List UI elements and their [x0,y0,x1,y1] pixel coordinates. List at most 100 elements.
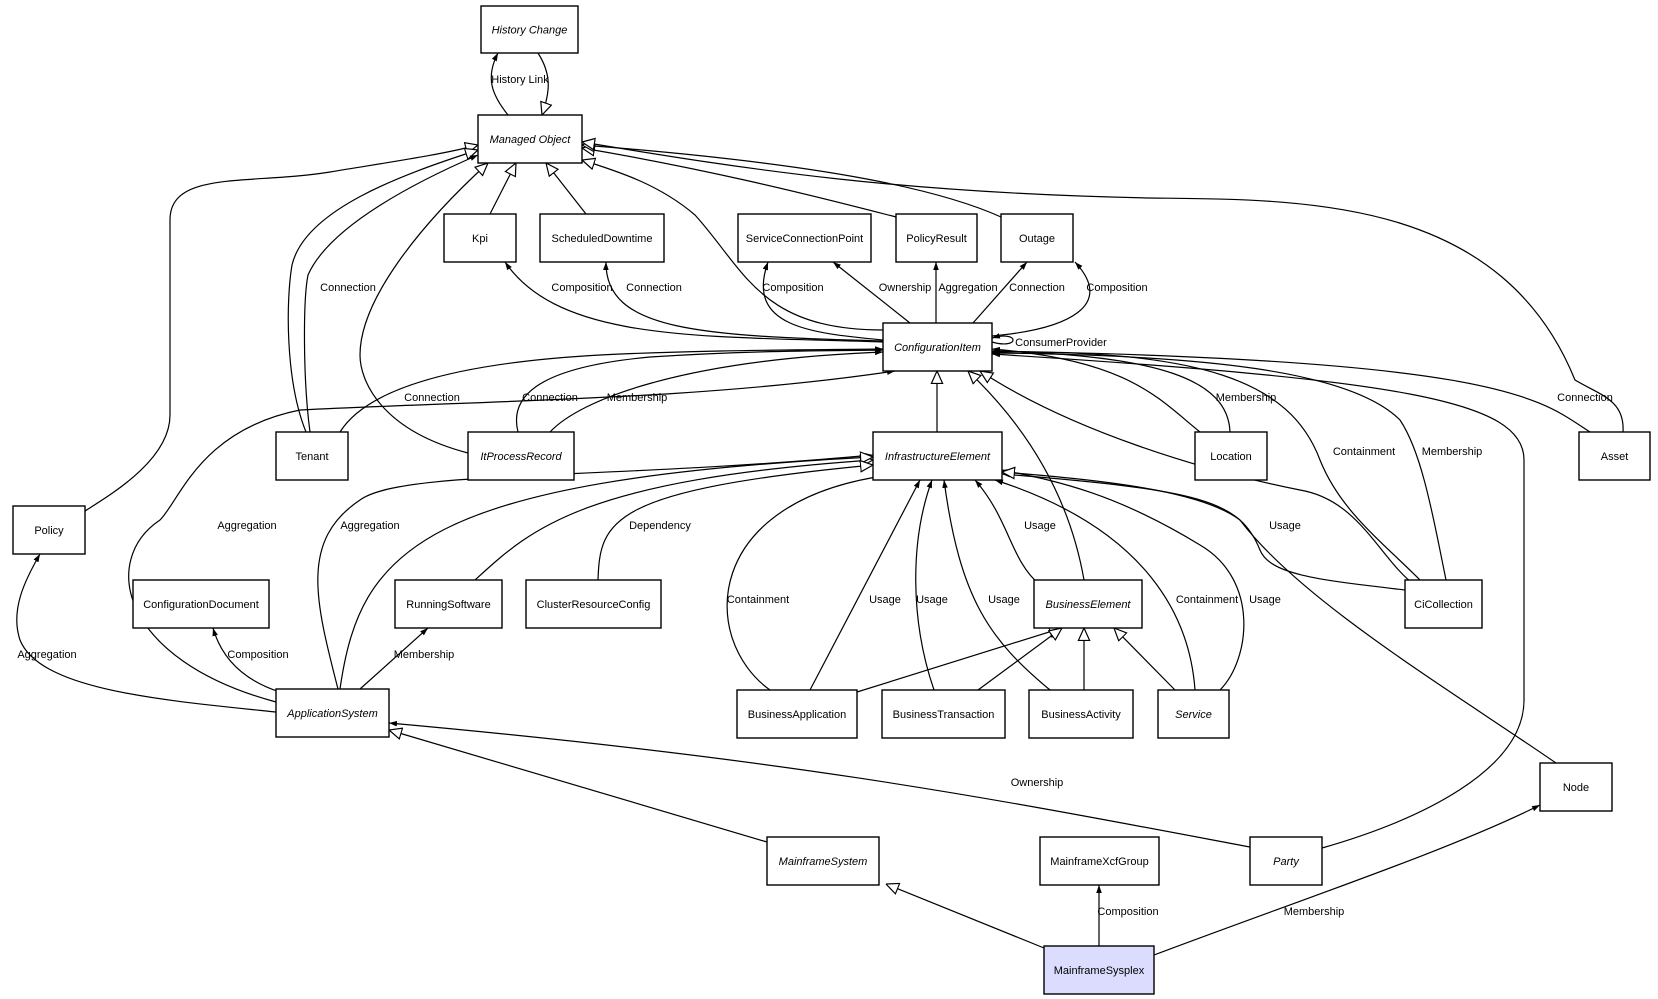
edge-it-process-record-to-configuration-item: Connection [515,347,884,433]
class-node-node[interactable]: Node [1539,762,1613,812]
edge-label: Composition [1097,906,1158,918]
edge-configuration-item-to-managed-object [582,160,884,331]
edge-service-to-business-element [1114,628,1176,691]
edge-line [388,720,1251,848]
class-box [882,322,993,372]
edge-label: Composition [227,649,288,661]
edge-node-to-infrastructure-element [1002,472,1557,764]
class-node-application-system[interactable]: ApplicationSystem [275,688,390,738]
edge-line [886,884,1045,949]
edge-service-to-infrastructure-element: Usage [1001,468,1281,691]
edge-line [942,479,1051,691]
edge-line [991,346,1201,433]
class-node-business-element[interactable]: BusinessElement [1033,579,1143,629]
class-name: Outage [1019,233,1055,245]
class-name: Kpi [472,233,488,245]
edge-business-application-to-infrastructure-element: Containment [726,473,891,691]
class-box [1157,689,1230,739]
class-name: Node [1563,782,1589,794]
edge-business-activity-to-infrastructure-element: Usage [942,479,1051,691]
class-node-mainframe-xcf-group[interactable]: MainframeXcfGroup [1039,836,1160,886]
edge-mainframe-sysplex-to-mainframe-system [886,884,1045,949]
edge-tenant-to-managed-object [287,150,478,433]
class-node-policy[interactable]: Policy [12,505,86,555]
edge-business-element-to-configuration-item [968,371,1085,581]
class-node-business-activity[interactable]: BusinessActivity [1028,689,1134,739]
edge-business-transaction-to-business-element [977,628,1062,691]
edge-outage-to-managed-object [582,145,1002,218]
class-node-location[interactable]: Location [1194,431,1268,481]
edge-line [474,460,873,581]
edge-line [597,465,873,581]
class-name: Tenant [295,451,328,463]
class-name: Policy [34,525,64,537]
class-node-ci-collection[interactable]: CiCollection [1404,579,1483,629]
class-name: ConfigurationDocument [143,599,259,611]
edge-line [212,627,305,699]
edge-line [977,628,1062,691]
class-name: InfrastructureElement [885,451,991,463]
class-name: BusinessElement [1046,599,1132,611]
class-node-infrastructure-element[interactable]: InfrastructureElement [872,431,1003,481]
edge-ci-collection-to-configuration-item: Membership [991,350,1482,581]
class-box [394,579,503,629]
edge-line [582,142,1624,433]
edge-application-system-to-infrastructure-element [339,457,873,690]
class-name: BusinessActivity [1041,709,1121,721]
class-name: ApplicationSystem [286,708,378,720]
class-node-cluster-resource-config[interactable]: ClusterResourceConfig [525,579,662,629]
class-node-mainframe-system[interactable]: MainframeSystem [766,836,880,886]
edge-line [16,553,277,713]
edge-configuration-item-to-kpi: Composition [504,261,884,343]
edge-application-system-to-policy: Aggregation [16,553,277,713]
class-node-service-connection-point[interactable]: ServiceConnectionPoint [737,213,872,263]
class-box [1249,836,1323,886]
edge-mainframe-sysplex-to-node: Membership [1153,804,1541,956]
class-box [1033,579,1143,629]
class-node-managed-object[interactable]: Managed Object [477,114,583,164]
edge-label: Usage [916,594,948,606]
class-box [736,689,858,739]
class-box [1194,431,1268,481]
edge-asset-to-managed-object [582,142,1624,433]
class-node-business-application[interactable]: BusinessApplication [736,689,858,739]
class-box [1039,836,1160,886]
class-node-business-transaction[interactable]: BusinessTransaction [881,689,1006,739]
class-node-configuration-document[interactable]: ConfigurationDocument [132,579,270,629]
class-node-configuration-item[interactable]: ConfigurationItem [882,322,993,372]
edge-mainframe-sysplex-to-mainframe-xcf-group: Composition [1096,885,1159,946]
class-node-it-process-record[interactable]: ItProcessRecord [467,431,575,481]
class-node-party[interactable]: Party [1249,836,1323,886]
class-node-history-change[interactable]: History Change [480,5,579,54]
class-name: ItProcessRecord [480,451,562,463]
class-node-asset[interactable]: Asset [1578,431,1651,481]
edge-label: Connection [1557,392,1613,404]
edge-line [515,347,884,433]
edge-label: ConsumerProvider [1015,337,1107,349]
edge-tenant-to-managed-object: Connection [303,154,479,433]
class-node-mainframe-sysplex[interactable]: MainframeSysplex [1043,945,1155,995]
class-node-running-software[interactable]: RunningSoftware [394,579,503,629]
class-box [766,836,880,886]
edge-line [339,346,884,433]
edge-label: Aggregation [17,649,76,661]
edge-configuration-item-to-policy-result: Aggregation [933,262,998,323]
class-node-kpi[interactable]: Kpi [443,213,517,263]
class-node-outage[interactable]: Outage [1000,213,1074,263]
edge-line [762,261,884,341]
edge-label: Composition [1086,282,1147,294]
class-node-scheduled-downtime[interactable]: ScheduledDowntime [539,213,665,263]
edge-cluster-resource-config-to-infrastructure-element: Dependency [597,465,873,581]
edge-configuration-item-to-outage: Composition [991,261,1148,337]
edge-line [726,473,891,691]
edge-business-application-to-business-element [856,628,1062,693]
edge-line [1002,472,1557,764]
class-node-tenant[interactable]: Tenant [275,431,349,481]
edge-line [389,730,768,843]
class-node-policy-result[interactable]: PolicyResult [895,213,978,263]
edge-application-system-to-running-software: Membership [359,627,454,690]
class-box [1028,689,1134,739]
edge-line [991,348,1591,433]
edge-party-to-configuration-item [991,351,1525,849]
class-node-service[interactable]: Service [1157,689,1230,739]
